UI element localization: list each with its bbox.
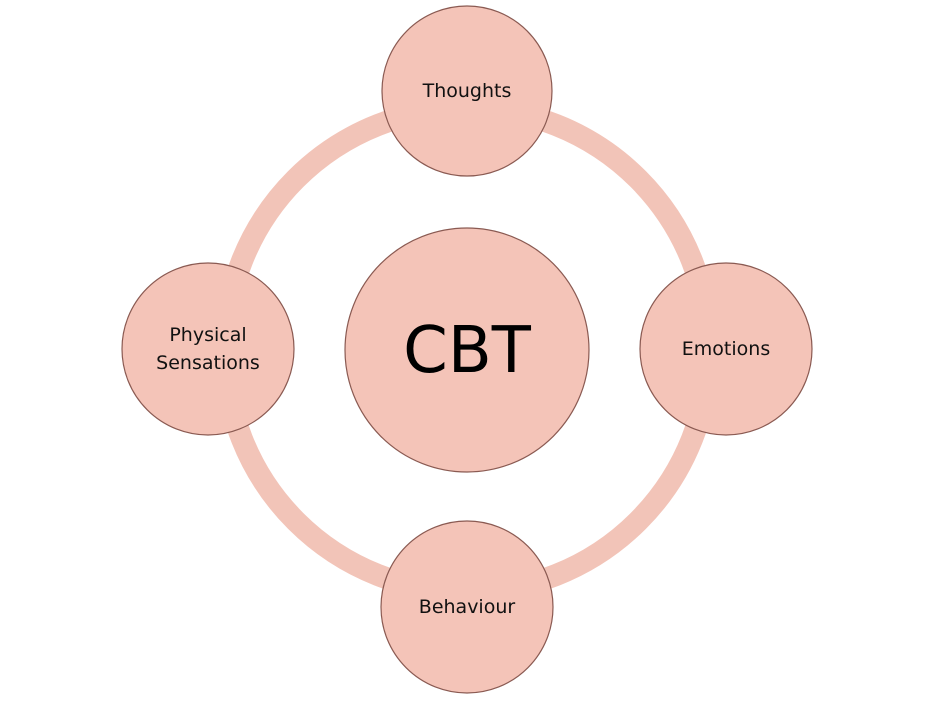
node-physical-sensations: Physical Sensations <box>121 262 295 436</box>
node-thoughts-circle <box>381 5 553 177</box>
node-thoughts: Thoughts <box>381 5 553 177</box>
node-emotions: Emotions <box>639 262 813 436</box>
node-behaviour-label: Behaviour <box>419 596 516 618</box>
node-physical-sensations-label-line2: Sensations <box>156 352 260 374</box>
center-node: CBT <box>344 227 590 473</box>
node-behaviour-circle <box>380 520 554 694</box>
center-node-label: CBT <box>403 314 532 388</box>
node-emotions-circle <box>639 262 813 436</box>
node-physical-sensations-circle <box>121 262 295 436</box>
center-node-circle <box>344 227 590 473</box>
node-physical-sensations-label: Physical <box>169 324 246 346</box>
node-emotions-label: Emotions <box>682 338 770 360</box>
node-thoughts-label: Thoughts <box>422 80 512 102</box>
node-behaviour: Behaviour <box>380 520 554 694</box>
